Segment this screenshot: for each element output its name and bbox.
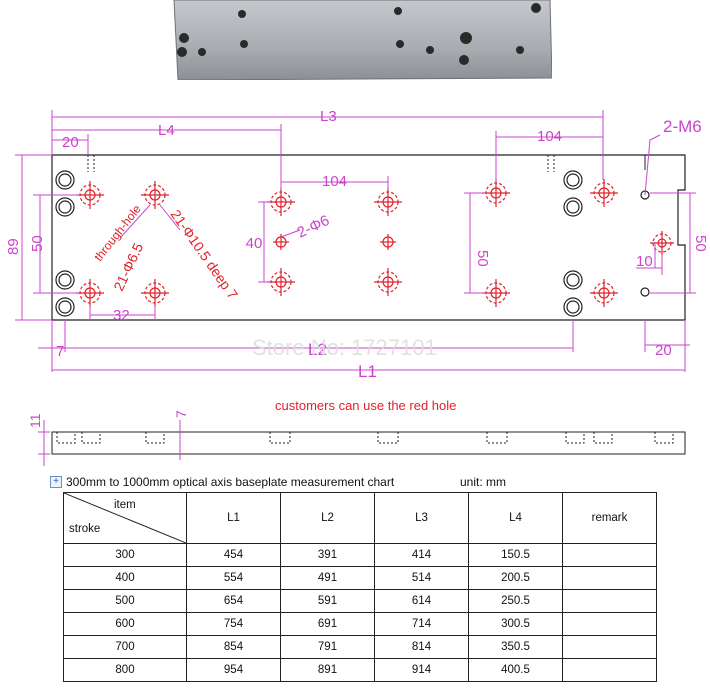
table-row: 800 954 891 914 400.5 [63,658,657,682]
side-dim-7: 7 [173,410,189,418]
store-watermark: Store No: 1727101 [252,335,437,360]
table-header-row: item stroke L1 L2 L3 L4 remark [63,492,657,544]
stroke-cell: 300 [63,543,187,567]
l2-cell: 791 [280,635,375,659]
l4-cell: 300.5 [468,612,563,636]
red-hole-note: customers can use the red hole [275,398,456,413]
l1-cell: 754 [186,612,281,636]
table-row: 700 854 791 814 350.5 [63,635,657,659]
remark-cell [562,612,657,636]
dim-7-bottom: 7 [56,343,64,360]
dim-20-bottom: 20 [655,342,672,359]
dim-L1: L1 [358,362,377,381]
expand-plus-icon[interactable]: + [50,476,62,488]
dim-2M6: 2-M6 [663,117,702,136]
black-holes [55,170,650,317]
table-row: 400 554 491 514 200.5 [63,566,657,590]
dim-50-mid: 50 [474,250,491,267]
header-stroke-label: stroke [69,523,101,535]
technical-drawing: L3 L4 20 104 104 2-M6 89 50 40 2-Φ6 50 5… [5,108,709,466]
remark-cell [562,566,657,590]
dim-L4: L4 [158,122,175,139]
note-21-phi10-5: 21-Φ10.5 deep 7 [168,207,242,303]
l2-cell: 891 [280,658,375,682]
column-header: L1 [186,492,281,544]
remark-cell [562,658,657,682]
side-dim-11: 11 [27,413,43,428]
dim-50-right: 50 [692,235,709,252]
l3-cell: 614 [374,589,469,613]
column-header: L4 [468,492,563,544]
stroke-cell: 500 [63,589,187,613]
side-view: 11 7 [27,410,686,466]
l2-cell: 591 [280,589,375,613]
l4-cell: 150.5 [468,543,563,567]
column-header: L3 [374,492,469,544]
dim-L3: L3 [320,108,337,125]
l3-cell: 714 [374,612,469,636]
remark-cell [562,635,657,659]
l4-cell: 200.5 [468,566,563,590]
table-caption: 300mm to 1000mm optical axis baseplate m… [66,475,395,489]
dim-10: 10 [636,253,653,270]
l3-cell: 514 [374,566,469,590]
dim-40: 40 [246,235,263,252]
header-corner-cell: item stroke [63,492,187,544]
l4-cell: 400.5 [468,658,563,682]
stroke-cell: 700 [63,635,187,659]
l3-cell: 814 [374,635,469,659]
l1-cell: 854 [186,635,281,659]
l2-cell: 491 [280,566,375,590]
l3-cell: 914 [374,658,469,682]
l1-cell: 554 [186,566,281,590]
dim-20-top: 20 [62,134,79,151]
red-holes [76,179,674,307]
baseplate-photo [173,0,552,80]
dim-104-left: 104 [322,173,347,190]
dim-2-phi6: 2-Φ6 [295,212,333,242]
l4-cell: 350.5 [468,635,563,659]
table-row: 600 754 691 714 300.5 [63,612,657,636]
l2-cell: 691 [280,612,375,636]
header-item-label: item [114,499,136,511]
table-row: 500 654 591 614 250.5 [63,589,657,613]
remark-cell [562,543,657,567]
column-header: L2 [280,492,375,544]
remark-cell [562,589,657,613]
l2-cell: 391 [280,543,375,567]
dimension-lines [15,110,696,372]
dim-L2: L2 [308,340,327,359]
note-21-phi6-5: 21-Φ6.5 [110,240,146,293]
measurement-table: item stroke L1 L2 L3 L4 remark 300 454 3… [63,492,657,682]
dim-50-left: 50 [29,235,46,252]
table-row: 300 454 391 414 150.5 [63,543,657,567]
stroke-cell: 400 [63,566,187,590]
dim-104-right: 104 [537,128,562,145]
l4-cell: 250.5 [468,589,563,613]
plate-outline [51,154,686,321]
stroke-cell: 600 [63,612,187,636]
l1-cell: 454 [186,543,281,567]
dim-89: 89 [5,238,22,255]
l1-cell: 954 [186,658,281,682]
l3-cell: 414 [374,543,469,567]
column-header: remark [562,492,657,544]
l1-cell: 654 [186,589,281,613]
unit-label: unit: mm [460,475,507,489]
table-caption-row: + 300mm to 1000mm optical axis baseplate… [48,473,688,493]
stroke-cell: 800 [63,658,187,682]
dim-32: 32 [113,307,130,324]
